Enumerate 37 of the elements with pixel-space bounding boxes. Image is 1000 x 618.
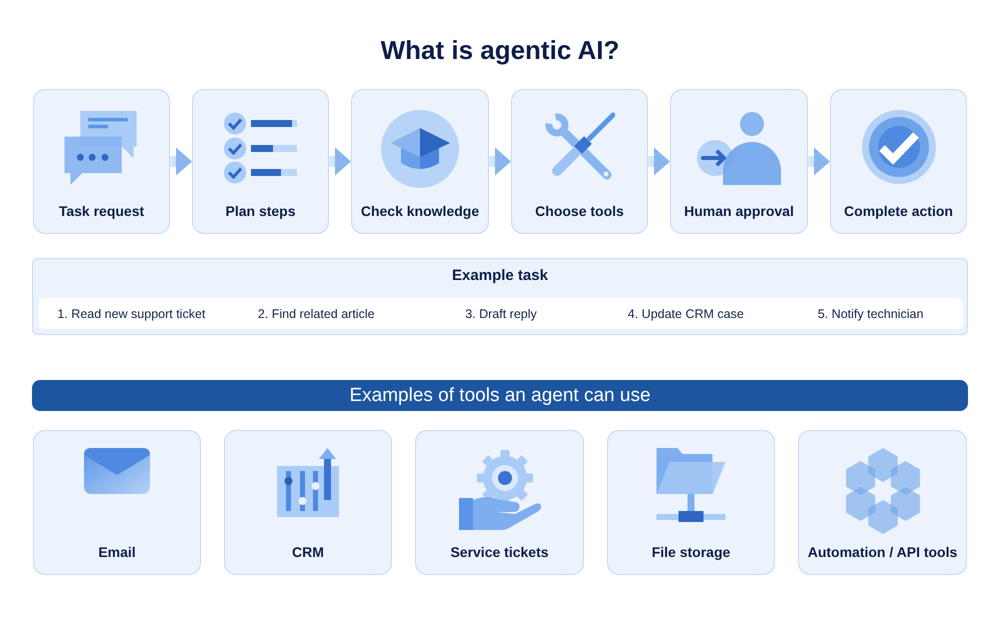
- task-step: 5. Notify technician: [818, 306, 924, 322]
- card-label: CRM: [292, 543, 324, 562]
- card-label: Human approval: [684, 202, 794, 221]
- step-card: [33, 89, 170, 234]
- arrow: [329, 148, 351, 176]
- card-label: Complete action: [844, 202, 953, 221]
- arrow: [489, 148, 511, 176]
- example-panel: [32, 258, 968, 335]
- step-card: [830, 89, 967, 234]
- task-step: 3. Draft reply: [465, 306, 537, 322]
- task-step: 1. Read new support ticket: [57, 306, 206, 322]
- tool-card: [33, 430, 201, 575]
- card-label: Task request: [58, 202, 144, 221]
- step-card: [670, 89, 808, 234]
- task-step: 4. Update CRM case: [628, 306, 744, 322]
- card-label: File storage: [652, 543, 730, 562]
- tool-card: [415, 430, 584, 575]
- step-card: [192, 89, 329, 234]
- step-card: [351, 89, 489, 234]
- tool-card: [607, 430, 775, 575]
- banner-title: Examples of tools an agent can use: [349, 384, 651, 408]
- card-label: Choose tools: [535, 202, 624, 221]
- tool-card: [798, 430, 967, 575]
- section-banner: [32, 380, 968, 411]
- step-card: [511, 89, 648, 234]
- arrow: [808, 148, 830, 176]
- panel-heading: Example task: [452, 266, 548, 286]
- diagram-title: What is agentic AI?: [380, 34, 620, 67]
- arrow: [170, 148, 192, 176]
- card-label: Email: [98, 543, 136, 562]
- card-label: Automation / API tools: [808, 543, 958, 562]
- arrow: [648, 148, 670, 176]
- card-label: Check knowledge: [360, 202, 480, 221]
- card-label: Plan steps: [225, 202, 296, 221]
- tool-card: [224, 430, 392, 575]
- card-label: Service tickets: [450, 543, 549, 562]
- task-step: 2. Find related article: [258, 306, 375, 322]
